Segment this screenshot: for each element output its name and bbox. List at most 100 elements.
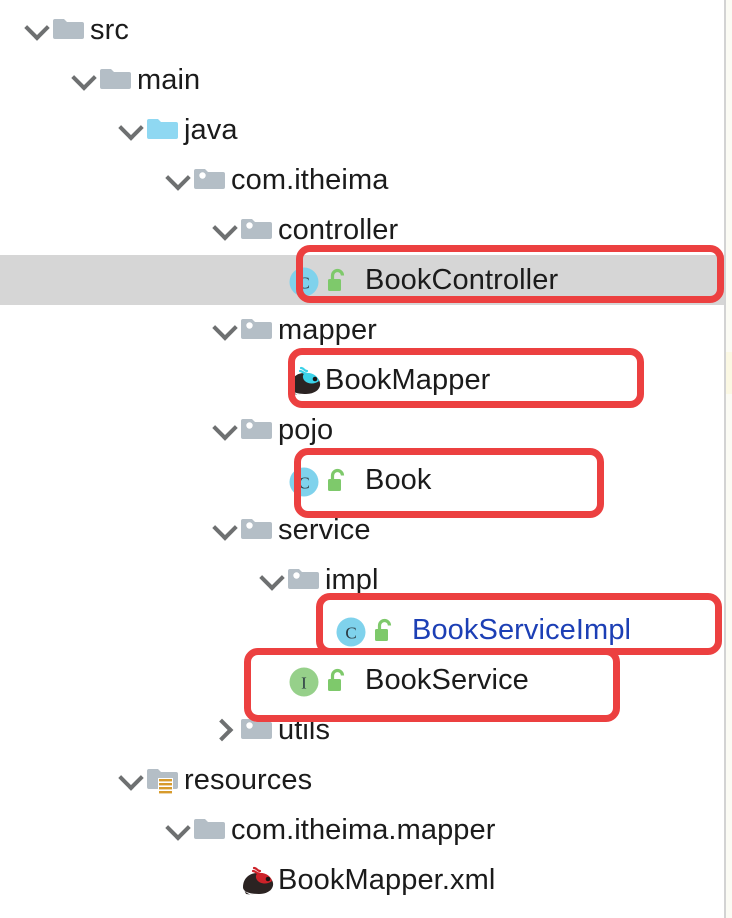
tree-row-bookmapper-xml[interactable]: BookMapper.xml — [0, 855, 724, 905]
tree-row-label: service — [278, 513, 371, 546]
tree-row-label: mapper — [278, 313, 377, 346]
tree-row-mapper[interactable]: mapper — [0, 305, 724, 355]
tree-row-label: BookMapper — [325, 363, 491, 396]
tree-row-label: BookController — [365, 263, 559, 296]
tree-toggle-placeholder — [257, 365, 287, 395]
chevron-down-icon[interactable] — [163, 815, 193, 845]
package-icon — [193, 165, 227, 195]
unlocked-padlock-icon — [325, 266, 351, 294]
tree-toggle-placeholder — [210, 865, 240, 895]
tree-row-label: BookService — [365, 663, 529, 696]
chevron-down-icon[interactable] — [69, 65, 99, 95]
tree-indent — [0, 880, 210, 881]
package-icon — [240, 315, 274, 345]
tree-row-label: impl — [325, 563, 379, 596]
folder-icon — [193, 815, 227, 845]
tree-row-label: com.itheima — [231, 163, 389, 196]
chevron-down-icon[interactable] — [210, 315, 240, 345]
tree-row-pojo[interactable]: pojo — [0, 405, 724, 455]
package-icon — [240, 215, 274, 245]
svg-text:C: C — [298, 474, 309, 493]
tree-toggle-placeholder — [304, 615, 334, 645]
tree-row-bookservice[interactable]: I BookService — [0, 655, 724, 705]
java-class-icon: C — [287, 265, 321, 297]
tree-row-label: com.itheima.mapper — [231, 813, 496, 846]
tree-indent — [0, 330, 210, 331]
tree-row-bookserviceimpl[interactable]: C BookServiceImpl — [0, 605, 724, 655]
package-icon — [240, 715, 274, 745]
tree-row-label: pojo — [278, 413, 334, 446]
tree-row-src[interactable]: src — [0, 5, 724, 55]
java-interface-icon: I — [287, 665, 321, 697]
tree-row-bookcontroller[interactable]: C BookController — [0, 255, 724, 305]
tree-indent — [0, 580, 257, 581]
tree-row-impl[interactable]: impl — [0, 555, 724, 605]
svg-text:C: C — [345, 624, 356, 643]
resources-folder-icon — [146, 765, 180, 795]
svg-text:I: I — [301, 674, 307, 693]
tree-indent — [0, 730, 210, 731]
tree-indent — [0, 780, 116, 781]
tree-row-com-itheima-mapper[interactable]: com.itheima.mapper — [0, 805, 724, 855]
package-icon — [287, 565, 321, 595]
tree-row-label: main — [137, 63, 201, 96]
tree-row-label: utils — [278, 713, 331, 746]
tree-toggle-placeholder — [257, 465, 287, 495]
tree-indent — [0, 130, 116, 131]
chevron-down-icon[interactable] — [116, 115, 146, 145]
tree-indent — [0, 280, 257, 281]
tree-toggle-placeholder — [257, 265, 287, 295]
chevron-down-icon[interactable] — [163, 165, 193, 195]
tree-indent — [0, 230, 210, 231]
folder-icon — [52, 15, 86, 45]
tree-indent — [0, 180, 163, 181]
tree-indent — [0, 80, 69, 81]
tree-row-label: java — [184, 113, 238, 146]
tree-row-label: BookMapper.xml — [278, 863, 496, 896]
panel-divider — [724, 0, 726, 918]
tree-indent — [0, 430, 210, 431]
tree-row-label: resources — [184, 763, 313, 796]
tree-row-label: BookServiceImpl — [412, 613, 632, 646]
tree-row-java[interactable]: java — [0, 105, 724, 155]
chevron-down-icon[interactable] — [210, 215, 240, 245]
gutter-marker — [726, 352, 732, 394]
tree-row-com-itheima[interactable]: com.itheima — [0, 155, 724, 205]
tree-indent — [0, 630, 304, 631]
java-class-icon: C — [334, 615, 368, 647]
tree-row-service[interactable]: service — [0, 505, 724, 555]
chevron-down-icon[interactable] — [210, 415, 240, 445]
unlocked-padlock-icon — [325, 466, 351, 494]
mybatis-xml-icon — [240, 865, 274, 895]
tree-row-utils[interactable]: utils — [0, 705, 724, 755]
chevron-down-icon[interactable] — [210, 515, 240, 545]
tree-row-label: Book — [365, 463, 432, 496]
tree-row-book[interactable]: C Book — [0, 455, 724, 505]
tree-indent — [0, 530, 210, 531]
tree-row-bookmapper[interactable]: BookMapper — [0, 355, 724, 405]
tree-indent — [0, 480, 257, 481]
tree-indent — [0, 680, 257, 681]
unlocked-padlock-icon — [325, 666, 351, 694]
chevron-down-icon[interactable] — [22, 15, 52, 45]
package-icon — [240, 515, 274, 545]
editor-gutter-strip — [726, 0, 732, 918]
tree-row-resources[interactable]: resources — [0, 755, 724, 805]
tree-toggle-placeholder — [257, 665, 287, 695]
tree-row-main[interactable]: main — [0, 55, 724, 105]
tree-indent — [0, 30, 22, 31]
svg-text:C: C — [298, 274, 309, 293]
tree-indent — [0, 830, 163, 831]
java-class-icon: C — [287, 465, 321, 497]
folder-icon — [99, 65, 133, 95]
mybatis-mapper-icon — [287, 365, 321, 395]
chevron-down-icon[interactable] — [257, 565, 287, 595]
chevron-right-icon[interactable] — [210, 715, 240, 745]
package-icon — [240, 415, 274, 445]
tree-indent — [0, 380, 257, 381]
tree-row-label: src — [90, 13, 129, 46]
unlocked-padlock-icon — [372, 616, 398, 644]
chevron-down-icon[interactable] — [116, 765, 146, 795]
tree-row-controller[interactable]: controller — [0, 205, 724, 255]
